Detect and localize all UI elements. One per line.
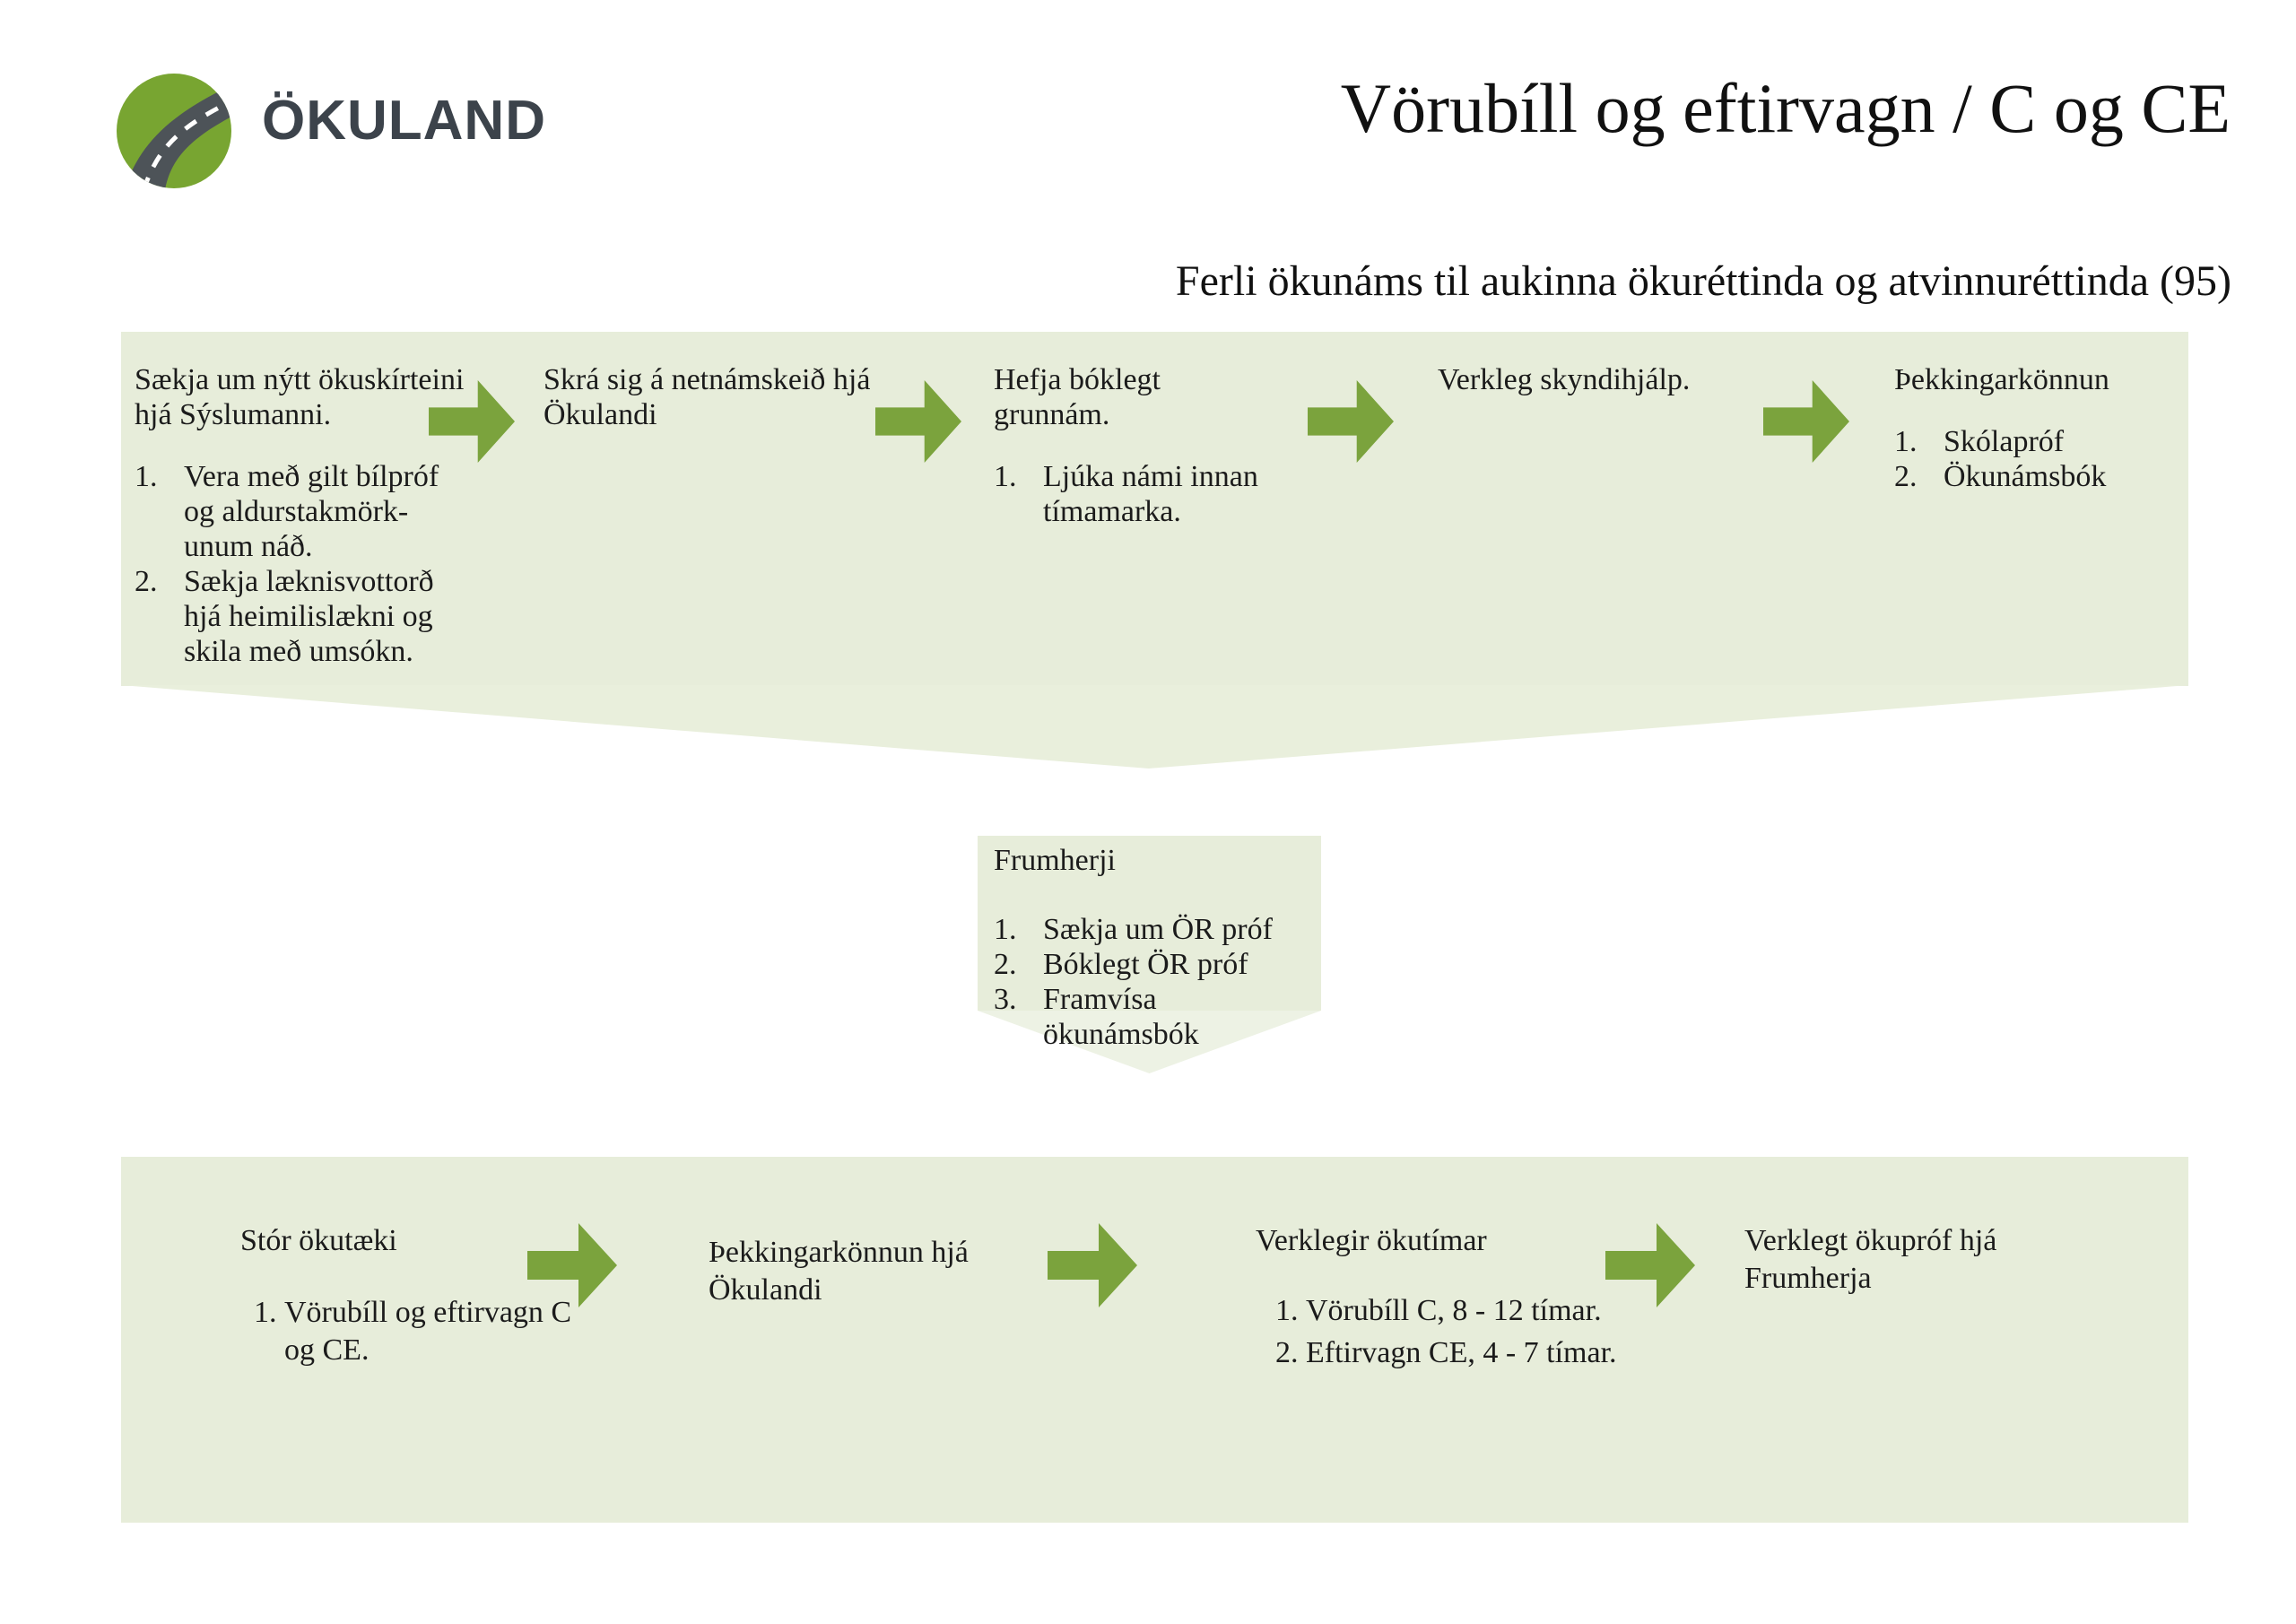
list-item: 3. Framvísa ökunámsbók bbox=[994, 982, 1308, 1052]
list-text: Sækja um ÖR próf bbox=[1043, 913, 1273, 946]
list-item: 1. Vera með gilt bílpróf og aldurstakmör… bbox=[135, 459, 471, 564]
top-step-1: Sækja um nýtt ökuskírteini hjá Sýslumann… bbox=[135, 362, 471, 669]
list-item: 2. Eftirvagn CE, 4 - 7 tímar. bbox=[1275, 1334, 1688, 1372]
step-list: 1. Skólapróf 2. Ökunámsbók bbox=[1894, 424, 2190, 494]
list-number: 2. bbox=[135, 565, 158, 598]
list-item: 1. Ljúka námi innan tímamarka. bbox=[994, 459, 1276, 529]
logo-wordmark: ÖKULAND bbox=[262, 90, 546, 152]
page-subtitle: Ferli ökunáms til aukinna ökuréttinda og… bbox=[1175, 257, 2231, 305]
list-number: 2. bbox=[1894, 460, 1918, 493]
funnel-shape bbox=[121, 685, 2188, 769]
bottom-step-3-title: Verklegir ökutímar bbox=[1256, 1224, 1487, 1257]
bottom-step-3-list: 1. Vörubíll C, 8 - 12 tímar. 2. Eftirvag… bbox=[1275, 1292, 1688, 1372]
page-title: Vörubíll og eftirvagn / C og CE bbox=[1340, 69, 2231, 147]
bottom-banner-background bbox=[121, 1157, 2188, 1523]
list-item: 2. Ökunámsbók bbox=[1894, 459, 2190, 494]
list-item: 1. Vörubíll og eftirvagn C og CE. bbox=[254, 1294, 595, 1369]
list-text: Sækja læknisvottorð hjá heimilislækni og… bbox=[184, 565, 434, 668]
frumherji-box-background bbox=[978, 836, 1321, 1011]
list-number: 1. bbox=[1275, 1294, 1299, 1327]
okuland-logo-icon bbox=[117, 74, 231, 188]
list-text: Ökunámsbók bbox=[1944, 460, 2107, 493]
bottom-step-4-title: Verklegt ökupróf hjá Frumherja bbox=[1744, 1224, 1997, 1295]
top-step-5: Þekkingarkönnun 1. Skólapróf 2. Ökunámsb… bbox=[1894, 362, 2190, 494]
step-title: Skrá sig á netnámskeið hjá Ökulandi bbox=[544, 363, 871, 431]
list-item: 2. Sækja læknisvottorð hjá heimilislækni… bbox=[135, 564, 471, 669]
list-text: Ljúka námi innan tímamarka. bbox=[1043, 460, 1258, 528]
list-text: Vörubíll og eftirvagn C og CE. bbox=[284, 1296, 572, 1367]
list-text: Vörubíll C, 8 - 12 tímar. bbox=[1306, 1294, 1602, 1327]
list-item: 1. Vörubíll C, 8 - 12 tímar. bbox=[1275, 1292, 1688, 1330]
top-step-3: Hefja bóklegt grunnám. 1. Ljúka námi inn… bbox=[994, 362, 1276, 529]
frumherji-box: Frumherji 1. Sækja um ÖR próf 2. Bóklegt… bbox=[994, 843, 1308, 1052]
list-number: 1. bbox=[994, 913, 1017, 946]
list-number: 1. bbox=[994, 460, 1017, 493]
bottom-step-1-list: 1. Vörubíll og eftirvagn C og CE. bbox=[254, 1294, 595, 1369]
step-title: Þekkingarkönnun bbox=[1894, 363, 2109, 396]
list-item: 1. Sækja um ÖR próf bbox=[994, 912, 1308, 947]
list-number: 2. bbox=[1275, 1336, 1299, 1369]
road-circle-icon bbox=[117, 74, 231, 188]
step-title: Sækja um nýtt ökuskírteini hjá Sýslumann… bbox=[135, 363, 465, 431]
top-step-2: Skrá sig á netnámskeið hjá Ökulandi bbox=[544, 362, 880, 432]
top-banner-background bbox=[121, 332, 2188, 686]
list-text: Eftirvagn CE, 4 - 7 tímar. bbox=[1306, 1336, 1617, 1369]
list-item: 1. Skólapróf bbox=[1894, 424, 2190, 459]
top-step-4: Verkleg skyndihjálp. bbox=[1438, 362, 1747, 397]
list-text: Skólapróf bbox=[1944, 425, 2065, 458]
list-number: 1. bbox=[254, 1296, 277, 1329]
list-number: 1. bbox=[1894, 425, 1918, 458]
step-title: Frumherji bbox=[994, 844, 1116, 877]
step-title: Hefja bóklegt grunnám. bbox=[994, 363, 1161, 431]
list-text: Vera með gilt bílpróf og aldurstakmörk-u… bbox=[184, 460, 439, 563]
step-list: 1. Vera með gilt bílpróf og aldurstakmör… bbox=[135, 459, 471, 669]
bottom-step-1-title: Stór ökutæki bbox=[240, 1224, 397, 1257]
list-number: 2. bbox=[994, 948, 1017, 981]
step-list: 1. Sækja um ÖR próf 2. Bóklegt ÖR próf 3… bbox=[994, 912, 1308, 1052]
list-text: Bóklegt ÖR próf bbox=[1043, 948, 1248, 981]
bottom-step-2-title: Þekkingarkönnun hjá Ökulandi bbox=[709, 1236, 969, 1307]
list-item: 2. Bóklegt ÖR próf bbox=[994, 947, 1308, 982]
step-list: 1. Ljúka námi innan tímamarka. bbox=[994, 459, 1276, 529]
list-number: 3. bbox=[994, 983, 1017, 1016]
list-text: Framvísa ökunámsbók bbox=[1043, 983, 1199, 1051]
step-title: Verkleg skyndihjálp. bbox=[1438, 363, 1691, 396]
list-number: 1. bbox=[135, 460, 158, 493]
